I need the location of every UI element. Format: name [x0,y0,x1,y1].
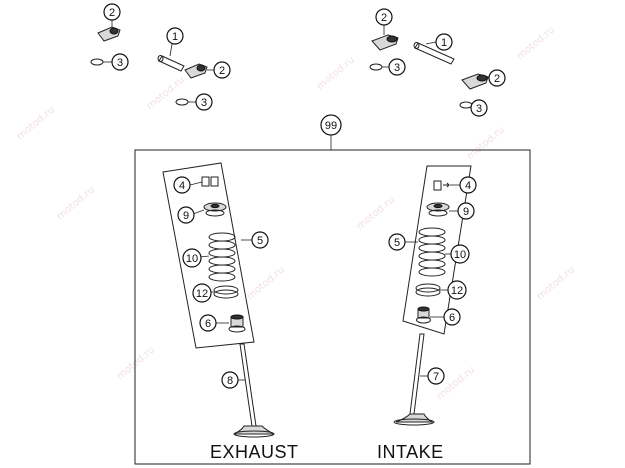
washer-icon [90,58,104,66]
callout-6-text: 6 [449,312,455,324]
callout-2-text: 2 [109,7,115,19]
callout-3 [388,58,406,76]
exhaust-valve-icon [233,343,275,438]
callout-1 [166,27,184,45]
callout-8 [221,371,239,389]
watermark: motod.ru [315,54,357,92]
callout-12-text: 12 [196,288,208,300]
callout-3-text: 3 [117,57,123,69]
valve-spring-icon [208,232,236,282]
callout-9-text: 9 [183,210,189,222]
exhaust-label: EXHAUST [210,442,299,462]
rocker-shaft-icon [157,55,185,72]
callout-10 [450,244,470,264]
callout-3 [111,53,129,71]
callout-10 [182,248,202,268]
callout-2 [213,61,231,79]
intake-valve-icon [393,333,435,426]
watermark: motod.ru [355,194,397,232]
callout-6 [443,308,461,326]
rocker-arm-icon [461,73,489,90]
callout-5 [251,231,269,249]
callout-6-text: 6 [205,318,211,330]
exhaust-assembly: 4 9 10 12 [162,162,299,462]
callout-2 [103,3,121,21]
spring-seat-icon [415,283,441,297]
callout-8-text: 8 [227,375,233,387]
valve-retainer-icon [426,202,450,217]
callout-3 [195,93,213,111]
callout-4 [459,176,477,194]
watermark: motod.ru [55,184,97,222]
watermark: motod.ru [15,104,57,142]
callout-10-text: 10 [186,253,198,265]
rocker-arm-icon [371,34,399,51]
callout-2-text: 2 [381,12,387,24]
callout-3-text: 3 [476,103,482,115]
callout-5 [388,233,406,251]
rocker-arm-icon [184,63,208,79]
watermark: motod.ru [115,344,157,382]
callout-12-text: 12 [451,285,463,297]
callout-7 [427,367,445,385]
callout-1 [435,33,453,51]
callout-12 [447,280,467,300]
washer-icon [459,101,473,109]
callout-9 [177,206,195,224]
callout-2 [488,69,506,87]
callout-6 [199,314,217,332]
callout-99-text: 99 [325,120,337,132]
callout-9 [457,202,475,220]
rocker-arm-icon [97,26,121,42]
callout-12 [192,283,212,303]
valve-keeper-icon [433,180,450,191]
callout-4-text: 4 [465,180,471,192]
callout-2-text: 2 [494,73,500,85]
watermark: motod.ru [145,74,187,112]
watermark: motod.ru [515,24,557,62]
callout-7-text: 7 [433,371,439,383]
callout-3-text: 3 [394,62,400,74]
spring-seat-icon [213,285,239,299]
watermark: motod.ru [465,124,507,162]
callout-3 [470,99,488,117]
callout-1-text: 1 [172,31,178,43]
valve-kit-frame: 99 [134,114,531,465]
washer-icon [369,63,383,71]
callout-4 [173,176,191,194]
valve-seal-icon [416,306,431,324]
watermark: motod.ru [245,264,287,302]
callout-1-text: 1 [441,37,447,49]
rocker-group-right: 2 3 1 2 3 [369,8,506,117]
rocker-shaft-icon [413,42,455,65]
callout-5-text: 5 [394,237,400,249]
callout-9-text: 9 [463,206,469,218]
callout-5-text: 5 [257,235,263,247]
callout-10-text: 10 [454,249,466,261]
callout-2 [375,8,393,26]
washer-icon [175,98,189,106]
watermark: motod.ru [535,264,577,302]
intake-label: INTAKE [377,442,444,462]
valve-seal-icon [228,314,246,333]
valve-retainer-icon [203,202,227,217]
valve-spring-icon [418,227,446,277]
callout-4-text: 4 [179,180,185,192]
callout-2-text: 2 [219,65,225,77]
rocker-group-left: 2 3 1 2 3 [90,3,231,111]
intake-assembly: 4 9 10 12 [377,165,477,462]
callout-3-text: 3 [201,97,207,109]
valve-keeper-icon [201,176,219,187]
